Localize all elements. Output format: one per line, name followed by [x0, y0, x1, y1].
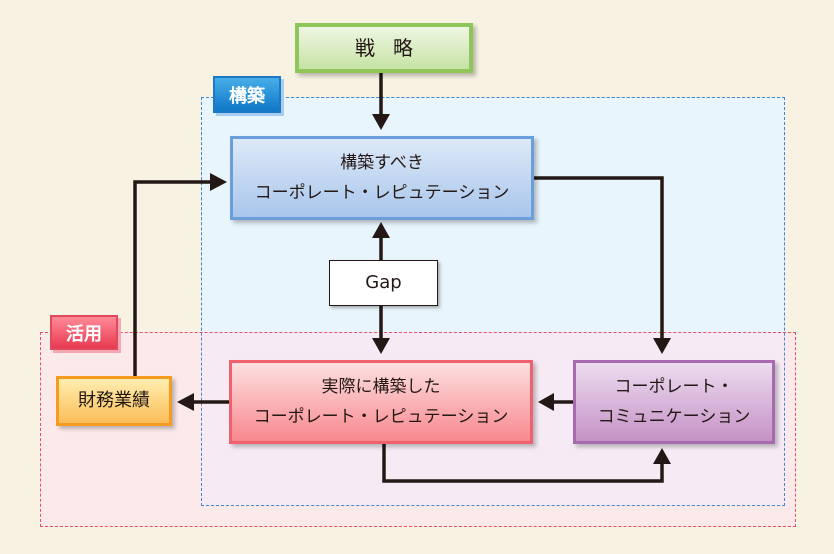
financial-performance-label: 財務業績	[78, 390, 150, 411]
gap-node: Gap	[329, 260, 438, 306]
strategy-label: 戦略	[355, 36, 431, 60]
use-region-label: 活用	[50, 315, 118, 350]
strategy-node: 戦略	[295, 23, 473, 73]
target-reputation-line2: コーポレート・レピュテーション	[254, 183, 510, 203]
actual-reputation-node: 実際に構築した コーポレート・レピュテーション	[229, 360, 533, 444]
financial-performance-node: 財務業績	[56, 376, 172, 426]
corporate-communication-node: コーポレート・ コミュニケーション	[573, 360, 775, 444]
corporate-communication-line2: コミュニケーション	[597, 407, 751, 427]
target-reputation-line1: 構築すべき	[340, 153, 424, 173]
corporate-communication-line1: コーポレート・	[614, 377, 734, 397]
build-region-label: 構築	[213, 76, 281, 113]
target-reputation-node: 構築すべき コーポレート・レピュテーション	[230, 136, 534, 220]
actual-reputation-line2: コーポレート・レピュテーション	[253, 407, 509, 427]
actual-reputation-line1: 実際に構築した	[321, 377, 441, 397]
gap-label: Gap	[365, 272, 402, 293]
